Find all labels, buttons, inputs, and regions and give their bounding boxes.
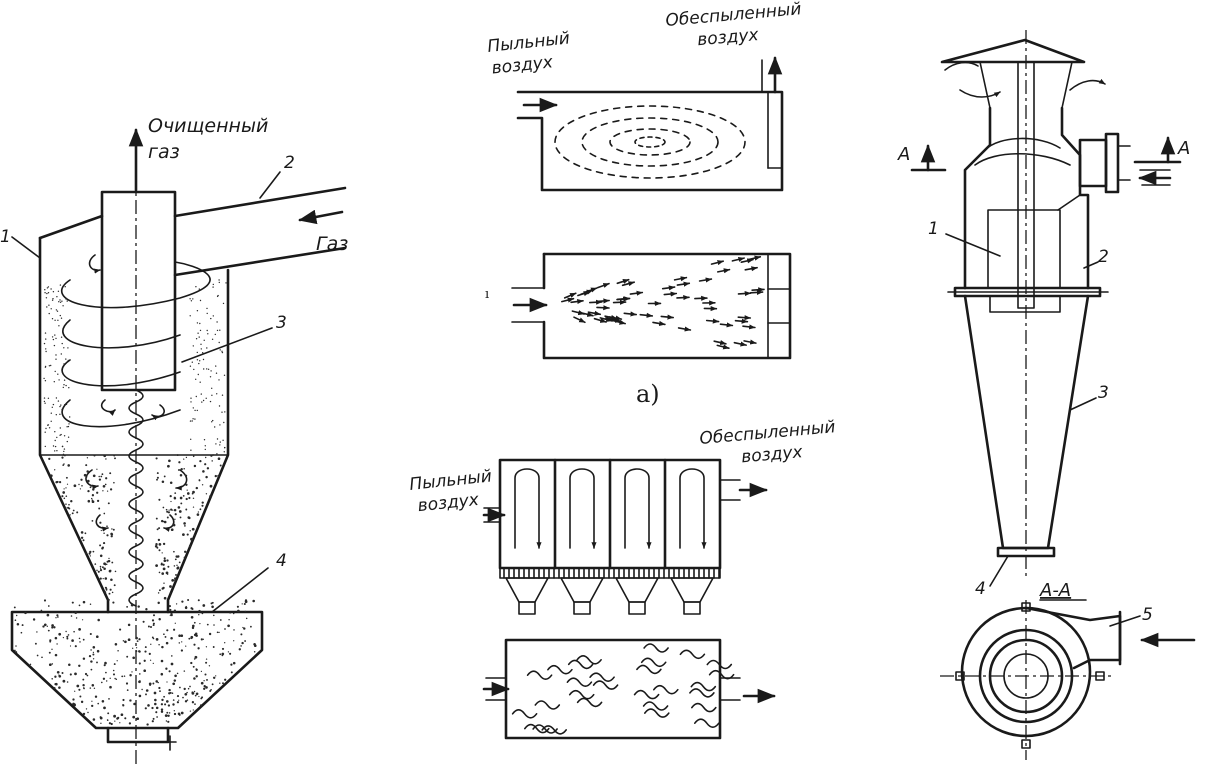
- cyclone-right-number-5: 5: [1142, 605, 1153, 625]
- clean-gas-label: Очищенный газ: [148, 115, 274, 163]
- dusty-air-label-bottom: Пыльный воздух: [408, 466, 500, 517]
- cyclone-right-number-1: 1: [928, 219, 939, 239]
- cyclone-right-number-2: 2: [1098, 247, 1109, 267]
- cyclone-left-number-1: 1: [0, 227, 11, 247]
- cyclone-right-number-4: 4: [975, 579, 986, 599]
- section-mark-left: А: [897, 144, 910, 165]
- cyclone-right-number-3: 3: [1098, 383, 1109, 403]
- cyclone-left-number-2: 2: [284, 153, 295, 173]
- section-mark-right: А: [1177, 138, 1190, 159]
- section-aa-label: А-А: [1039, 580, 1071, 601]
- caption-a: а): [636, 380, 660, 408]
- cyclone-left-number-4: 4: [276, 551, 287, 571]
- cyclone-left-number-3: 3: [276, 313, 287, 333]
- dusty-air-label-top: Пыльный воздух: [486, 28, 578, 79]
- inlet-tick: ı: [485, 287, 489, 302]
- clean-gas-label-line1: Очищенный: [148, 115, 268, 137]
- cyclone-right-figure: А А 1 2 3 4 А-А 5: [897, 30, 1196, 760]
- dedusted-air-label-top: Обеспыленный воздух: [665, 0, 810, 53]
- cyclone-left-figure: Очищенный газ Газ 1 2 3 4: [0, 115, 348, 768]
- clean-gas-label-line2: газ: [148, 141, 180, 163]
- settling-chamber-figure-b: Пыльный воздух Обеспыленный воздух: [408, 417, 836, 740]
- gas-label: Газ: [316, 233, 348, 255]
- settling-chamber-figure-a: ı а) Пыльный воздух Обеспыленный воздух: [485, 0, 810, 408]
